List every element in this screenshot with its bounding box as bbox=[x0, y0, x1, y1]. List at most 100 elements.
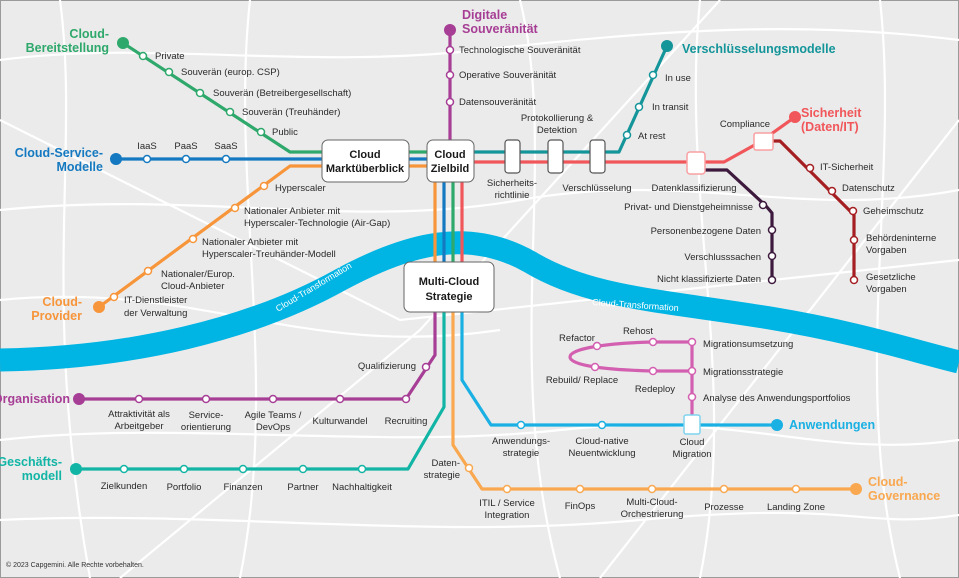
station-marker[interactable] bbox=[143, 266, 153, 276]
station-label: Geheimschutz bbox=[863, 206, 924, 217]
station-marker[interactable] bbox=[445, 97, 455, 107]
line-terminal-dot bbox=[789, 111, 801, 123]
hub-label: Multi-Cloud bbox=[419, 276, 479, 288]
station-marker[interactable] bbox=[597, 420, 607, 430]
station-label: Sicherheits- bbox=[487, 178, 537, 189]
station-label: (Daten/IT) bbox=[801, 120, 859, 134]
station-marker[interactable] bbox=[758, 200, 768, 210]
station-label: IT-Dienstleister bbox=[124, 295, 187, 306]
hub-marktueberblick[interactable]: Cloud Marktüberblick bbox=[321, 139, 410, 183]
station-label: Verschlüsselung bbox=[562, 183, 631, 194]
station-marker[interactable] bbox=[401, 394, 411, 404]
station-label: Migrationsumsetzung bbox=[703, 339, 793, 350]
station-marker[interactable] bbox=[687, 337, 697, 347]
station-labels: Private Souverän (europ. CSP) Souverän (… bbox=[101, 45, 936, 521]
station-label: Souverän (Betreibergesellschaft) bbox=[213, 88, 351, 99]
station-marker[interactable] bbox=[575, 484, 585, 494]
station-marker[interactable] bbox=[634, 102, 644, 112]
station-marker[interactable] bbox=[357, 464, 367, 474]
station-marker[interactable] bbox=[590, 362, 600, 372]
station-marker[interactable] bbox=[719, 484, 729, 494]
station-marker[interactable] bbox=[592, 341, 602, 351]
hub-zielbild[interactable]: Cloud Zielbild bbox=[426, 139, 475, 183]
station-marker[interactable] bbox=[119, 464, 129, 474]
station-box-sicherheitsrichtlinie bbox=[504, 139, 521, 174]
hub-label: Strategie bbox=[425, 291, 472, 303]
station-label: Nachhaltigkeit bbox=[332, 482, 392, 493]
station-marker[interactable] bbox=[687, 392, 697, 402]
station-label: Datensouveränität bbox=[459, 97, 536, 108]
station-marker[interactable] bbox=[238, 464, 248, 474]
street bbox=[238, 0, 258, 578]
station-marker[interactable] bbox=[298, 464, 308, 474]
station-marker[interactable] bbox=[767, 251, 777, 261]
station-label: Datenschutz bbox=[842, 183, 895, 194]
station-marker[interactable] bbox=[622, 130, 632, 140]
station-label: SaaS bbox=[214, 141, 237, 152]
station-label: Cloud-native bbox=[575, 436, 628, 447]
station-marker[interactable] bbox=[767, 275, 777, 285]
station-marker[interactable] bbox=[221, 154, 231, 164]
station-marker[interactable] bbox=[421, 362, 431, 372]
station-marker[interactable] bbox=[195, 88, 205, 98]
station-label: Prozesse bbox=[704, 502, 744, 513]
station-label: DevOps bbox=[256, 422, 291, 433]
station-label: strategie bbox=[503, 448, 539, 459]
station-marker[interactable] bbox=[648, 337, 658, 347]
station-marker[interactable] bbox=[109, 292, 119, 302]
station-marker[interactable] bbox=[201, 394, 211, 404]
station-marker[interactable] bbox=[230, 203, 240, 213]
station-marker[interactable] bbox=[181, 154, 191, 164]
station-marker[interactable] bbox=[164, 67, 174, 77]
station-label: Geschäfts- bbox=[0, 455, 62, 469]
station-marker[interactable] bbox=[445, 70, 455, 80]
station-marker[interactable] bbox=[335, 394, 345, 404]
station-label: Partner bbox=[287, 482, 318, 493]
station-marker[interactable] bbox=[142, 154, 152, 164]
station-label: Nicht klassifizierte Daten bbox=[657, 274, 761, 285]
station-label: Souveränität bbox=[462, 22, 539, 36]
station-marker[interactable] bbox=[687, 366, 697, 376]
station-marker[interactable] bbox=[225, 107, 235, 117]
station-marker[interactable] bbox=[259, 181, 269, 191]
station-marker[interactable] bbox=[647, 484, 657, 494]
station-marker[interactable] bbox=[849, 275, 859, 285]
station-square-compliance bbox=[753, 132, 774, 151]
line-verschluesselung bbox=[474, 45, 669, 154]
station-label: Analyse des Anwendungsportfolios bbox=[703, 393, 851, 404]
station-marker[interactable] bbox=[138, 51, 148, 61]
station-label: Redeploy bbox=[635, 384, 675, 395]
station-label: Operative Souveränität bbox=[459, 70, 557, 81]
station-marker[interactable] bbox=[502, 484, 512, 494]
station-marker[interactable] bbox=[516, 420, 526, 430]
station-marker[interactable] bbox=[805, 163, 815, 173]
station-label: Vorgaben bbox=[866, 284, 907, 295]
station-label: Finanzen bbox=[223, 482, 262, 493]
station-marker[interactable] bbox=[134, 394, 144, 404]
station-marker[interactable] bbox=[445, 45, 455, 55]
station-marker[interactable] bbox=[767, 225, 777, 235]
station-label: Anwendungen bbox=[789, 418, 875, 432]
line-terminal-dot bbox=[444, 24, 456, 36]
station-marker[interactable] bbox=[268, 394, 278, 404]
station-label: Hyperscaler bbox=[275, 183, 326, 194]
line-terminal-dot bbox=[850, 483, 862, 495]
station-marker[interactable] bbox=[188, 234, 198, 244]
line-titles: Cloud- Bereitstellung Cloud-Service- Mod… bbox=[0, 8, 940, 503]
line-terminal-dot bbox=[117, 37, 129, 49]
station-marker[interactable] bbox=[648, 366, 658, 376]
station-label: Privat- und Dienstgeheimnisse bbox=[624, 202, 753, 213]
hub-label: Cloud bbox=[349, 149, 380, 161]
station-marker[interactable] bbox=[179, 464, 189, 474]
street bbox=[599, 119, 959, 578]
hub-multi-cloud-strategie[interactable]: Multi-Cloud Strategie bbox=[403, 261, 495, 313]
station-marker[interactable] bbox=[791, 484, 801, 494]
station-marker[interactable] bbox=[648, 70, 658, 80]
station-marker[interactable] bbox=[464, 463, 474, 473]
station-marker[interactable] bbox=[827, 186, 837, 196]
station-marker[interactable] bbox=[848, 206, 858, 216]
station-label: strategie bbox=[424, 470, 460, 481]
station-marker[interactable] bbox=[256, 127, 266, 137]
station-marker[interactable] bbox=[849, 235, 859, 245]
station-box-protokollierung bbox=[547, 139, 564, 174]
